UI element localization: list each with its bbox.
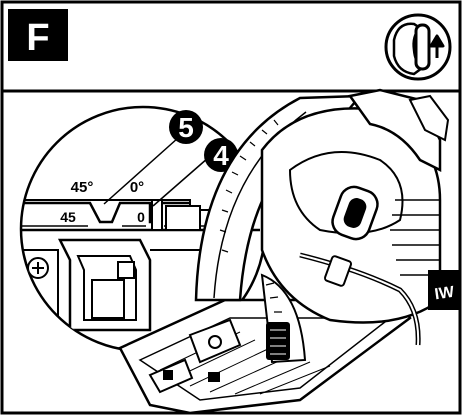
scale-mark-0: 0: [137, 209, 145, 225]
callout-5-leader: [103, 137, 179, 205]
callout-5: 5: [169, 110, 203, 144]
angle-label-45: 45°: [71, 179, 94, 196]
scale-mark-45: 45: [60, 209, 76, 225]
brand-plate: [428, 270, 460, 310]
callout-5-number: 5: [178, 112, 194, 143]
angle-label-0: 0°: [130, 179, 144, 196]
circular-saw-illustration: IW: [118, 88, 460, 415]
callout-4-number: 4: [213, 140, 229, 171]
unlock-lever-icon: [384, 13, 452, 81]
brand-fragment: IW: [434, 284, 457, 304]
section-letter: F: [26, 17, 49, 59]
callout-4-leader: [152, 157, 209, 207]
section-badge: F: [8, 9, 68, 61]
